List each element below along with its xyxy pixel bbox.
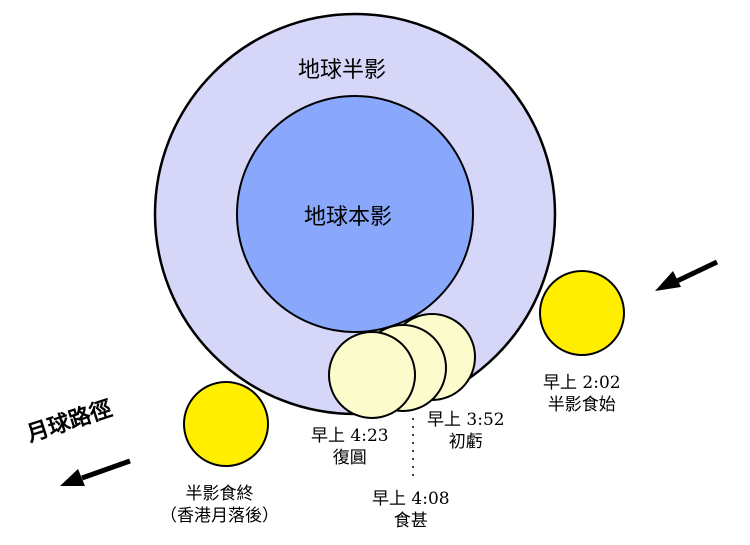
umbra-label: 地球本影 (304, 205, 393, 230)
moon-penumbral-begin (539, 270, 625, 356)
moon-partial-end (328, 331, 416, 419)
moon-direction-arrow-incoming (655, 259, 719, 291)
partial-begin-time: 早上 3:52 (427, 410, 505, 430)
earth-umbra-circle (236, 95, 474, 333)
partial-begin-name: 初虧 (448, 432, 483, 452)
penumbral-end-note: （香港月落後） (160, 506, 279, 526)
penumbral-begin-time: 早上 2:02 (543, 373, 621, 393)
greatest-label: 早上 4:08 食甚 (372, 488, 450, 532)
penumbra-label: 地球半影 (298, 58, 387, 83)
partial-begin-label: 早上 3:52 初虧 (427, 409, 505, 453)
partial-end-time: 早上 4:23 (311, 426, 389, 446)
penumbral-end-label: 半影食終 （香港月落後） (160, 483, 279, 527)
greatest-time: 早上 4:08 (372, 489, 450, 509)
greatest-name: 食甚 (393, 511, 428, 531)
penumbral-begin-name: 半影食始 (547, 395, 616, 415)
moon-path-arrow (60, 458, 131, 486)
partial-end-label: 早上 4:23 復圓 (311, 425, 389, 469)
penumbral-end-name: 半影食終 (185, 484, 254, 504)
partial-end-name: 復圓 (332, 448, 367, 468)
moon-penumbral-end (183, 381, 269, 467)
penumbral-begin-label: 早上 2:02 半影食始 (543, 372, 621, 416)
